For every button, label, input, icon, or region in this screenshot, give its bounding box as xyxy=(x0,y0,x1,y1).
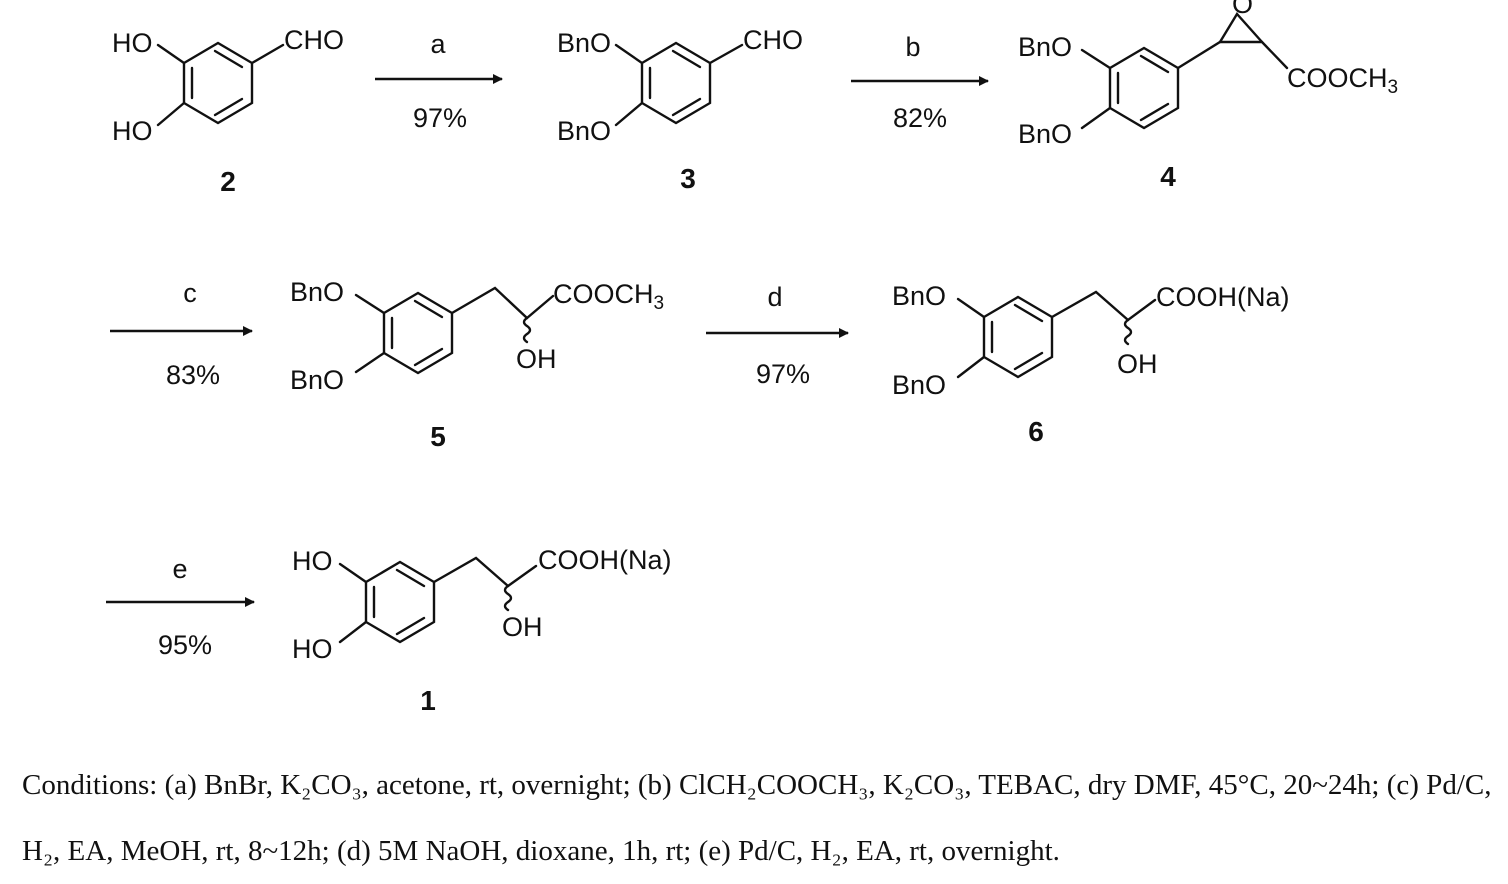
c4-obn-top: BnO xyxy=(1018,32,1072,62)
c6-obn-top: BnO xyxy=(892,281,946,311)
compound-number-6: 6 xyxy=(1028,416,1044,447)
step-label: a xyxy=(430,29,446,59)
c2-oh-top: HO xyxy=(112,28,153,58)
compound-6: BnO BnO COOH(Na) OH 6 xyxy=(892,281,1290,447)
c6-obn-bottom: BnO xyxy=(892,370,946,400)
step-yield: 97% xyxy=(756,359,810,389)
c6-carboxylic-acid: COOH(Na) xyxy=(1156,282,1290,312)
c5-methyl-ester: COOCH3 xyxy=(553,279,664,314)
compound-number-3: 3 xyxy=(680,163,696,194)
c2-oh-bottom: HO xyxy=(112,116,153,146)
step-yield: 83% xyxy=(166,360,220,390)
step-a: a 97% xyxy=(375,29,503,133)
condition-d: (d) 5M NaOH, dioxane, 1h, rt; xyxy=(336,835,692,867)
step-yield: 95% xyxy=(158,630,212,660)
condition-a: (a) BnBr, K₂CO₃, acetone, rt, overnight; xyxy=(164,769,631,801)
c6-hydroxyl: OH xyxy=(1117,349,1158,379)
c1-carboxylic-acid: COOH(Na) xyxy=(538,545,672,575)
condition-c: (c) Pd/C, H₂, EA, MeOH, rt, 8~12h; xyxy=(22,769,1492,867)
compound-number-5: 5 xyxy=(430,421,446,452)
c1-hydroxyl: OH xyxy=(502,612,543,642)
step-label: e xyxy=(172,554,187,584)
step-yield: 97% xyxy=(413,103,467,133)
c5-hydroxyl: OH xyxy=(516,344,557,374)
c3-obn-top: BnO xyxy=(557,28,611,58)
c4-methyl-ester: COOCH3 xyxy=(1287,63,1398,98)
compound-1: HO HO COOH(Na) OH 1 xyxy=(292,545,672,716)
c1-oh-bottom: HO xyxy=(292,634,333,664)
c5-obn-bottom: BnO xyxy=(290,365,344,395)
c3-aldehyde: CHO xyxy=(743,25,803,55)
compound-number-1: 1 xyxy=(420,685,436,716)
condition-b: (b) ClCH₂COOCH₃, K₂CO₃, TEBAC, dry DMF, … xyxy=(637,769,1380,801)
compound-2: HO HO CHO 2 xyxy=(112,25,344,197)
condition-e: (e) Pd/C, H₂, EA, rt, overnight. xyxy=(698,835,1060,867)
step-label: d xyxy=(767,282,782,312)
compound-3: BnO BnO CHO 3 xyxy=(557,25,803,194)
compound-number-2: 2 xyxy=(220,166,236,197)
step-label: b xyxy=(905,32,920,62)
step-c: c 83% xyxy=(110,278,253,390)
c4-epoxide-oxygen: O xyxy=(1232,0,1253,19)
compound-5: BnO BnO COOCH3 OH 5 xyxy=(290,277,664,452)
step-e: e 95% xyxy=(106,554,255,660)
step-label: c xyxy=(183,278,197,308)
step-yield: 82% xyxy=(893,103,947,133)
conditions-intro: Conditions: xyxy=(22,769,165,801)
reaction-conditions: Conditions: (a) BnBr, K₂CO₃, acetone, rt… xyxy=(22,752,1492,884)
c4-obn-bottom: BnO xyxy=(1018,119,1072,149)
c2-aldehyde: CHO xyxy=(284,25,344,55)
step-b: b 82% xyxy=(851,32,989,133)
c3-obn-bottom: BnO xyxy=(557,116,611,146)
reaction-scheme: HO HO CHO 2 a 97% BnO BnO CHO 3 b 82% O … xyxy=(106,0,1398,716)
compound-4: O BnO BnO COOCH3 4 xyxy=(1018,0,1398,192)
step-d: d 97% xyxy=(706,282,849,389)
c1-oh-top: HO xyxy=(292,546,333,576)
compound-number-4: 4 xyxy=(1160,161,1176,192)
c5-obn-top: BnO xyxy=(290,277,344,307)
